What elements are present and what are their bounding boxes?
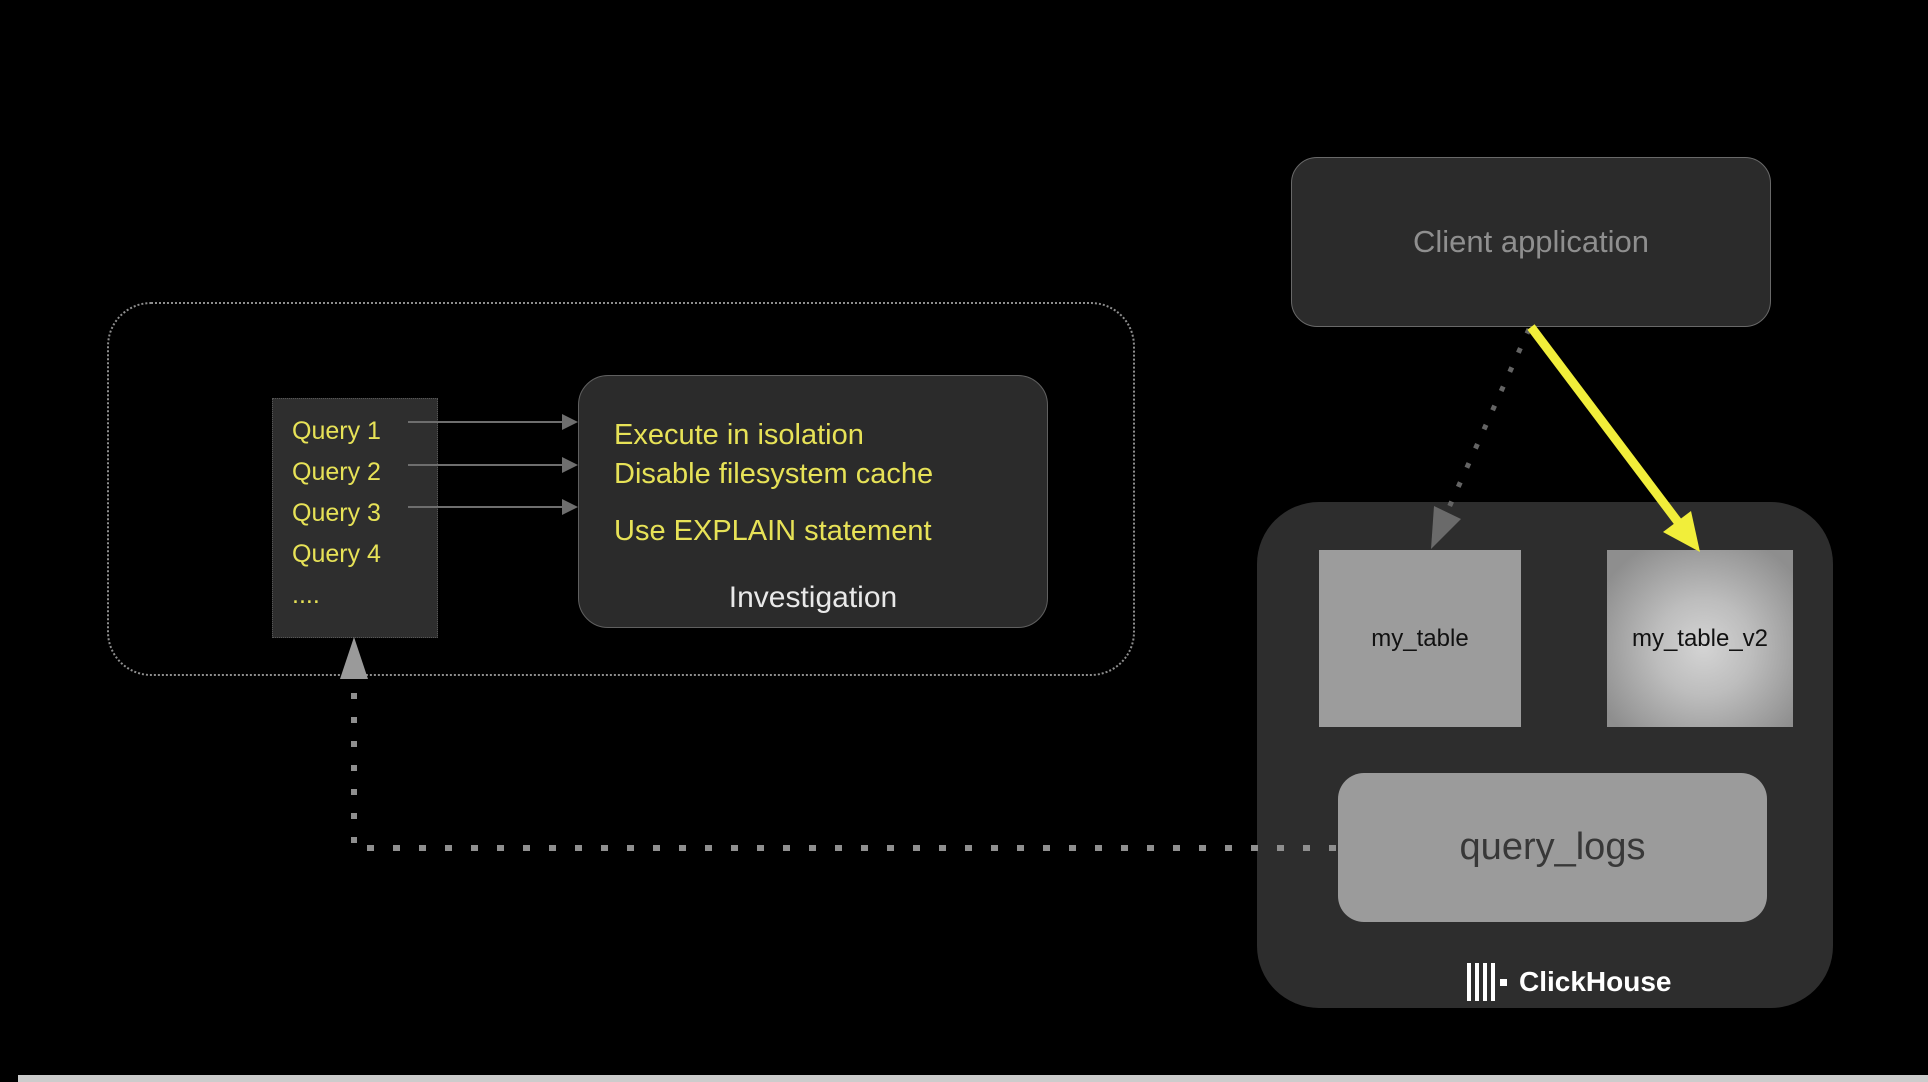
my-table-v2-box: my_table_v2 xyxy=(1607,550,1793,727)
investigation-caption: Investigation xyxy=(728,581,898,614)
clickhouse-logo-icon xyxy=(1467,963,1507,1001)
my-table-label: my_table xyxy=(1371,624,1469,652)
investigation-tip: Use EXPLAIN statement xyxy=(614,515,932,547)
investigation-tip: Disable filesystem cache xyxy=(614,458,934,490)
investigation-tips: Execute in isolation Disable filesystem … xyxy=(614,416,933,494)
my-table-box: my_table xyxy=(1319,550,1521,727)
clickhouse-brand-label: ClickHouse xyxy=(1519,966,1672,997)
query-logs-box: query_logs xyxy=(1338,773,1767,922)
my-table-v2-label: my_table_v2 xyxy=(1631,624,1769,652)
query-logs-label: query_logs xyxy=(1459,826,1646,868)
query-list-item: Query 2 xyxy=(292,458,381,486)
query-list-box: Query 1 Query 2 Query 3 Query 4 .... xyxy=(272,398,438,638)
clickhouse-logo: ClickHouse xyxy=(1467,962,1672,1002)
client-application-box: Client application xyxy=(1291,157,1771,327)
query-list-item: Query 3 xyxy=(292,499,381,527)
bottom-edge-strip xyxy=(18,1075,1928,1082)
clickhouse-container: my_table my_table_v2 query_logs ClickHou… xyxy=(1257,502,1833,1008)
query-list-ellipsis: .... xyxy=(292,581,320,609)
query-list-item: Query 1 xyxy=(292,417,381,445)
investigation-box: Execute in isolation Disable filesystem … xyxy=(578,375,1048,628)
query-list-item: Query 4 xyxy=(292,540,381,568)
client-application-label: Client application xyxy=(1412,224,1650,259)
investigation-group-outline xyxy=(107,302,1135,676)
investigation-tip: Execute in isolation xyxy=(614,419,864,451)
